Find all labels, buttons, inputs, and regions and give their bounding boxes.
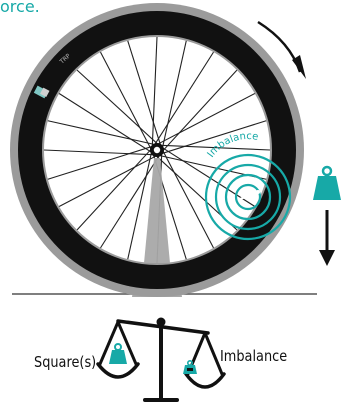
rim-marker-2 xyxy=(40,87,50,98)
down-arrow-icon xyxy=(319,210,335,266)
imbalance-mark xyxy=(239,192,258,200)
scale-right-weight-icon xyxy=(183,359,197,374)
stand-center xyxy=(144,158,170,263)
rotation-arrowhead-icon xyxy=(292,55,306,79)
spoke xyxy=(161,40,187,148)
spoke xyxy=(151,36,158,147)
spoke xyxy=(161,120,267,155)
spoke xyxy=(162,150,214,249)
imbalance-rings xyxy=(204,153,292,241)
caption-fragment: orce. xyxy=(0,0,40,16)
spoke xyxy=(76,148,152,231)
spoke xyxy=(154,51,214,145)
spoke xyxy=(100,51,152,150)
spoke xyxy=(162,69,238,152)
imbalance-mark-dot xyxy=(256,190,260,194)
spoke xyxy=(162,147,256,207)
spoke xyxy=(58,93,152,153)
hub-center xyxy=(153,146,161,154)
spoke xyxy=(76,69,159,145)
spoke xyxy=(43,149,154,156)
spoke xyxy=(100,155,160,249)
spoke xyxy=(47,120,155,146)
spoke xyxy=(127,152,153,260)
spoke xyxy=(47,145,153,180)
scale-left-weight-icon xyxy=(109,343,127,364)
scale-right-label: Imbalance xyxy=(220,347,288,365)
spoke xyxy=(157,93,256,145)
spoke xyxy=(58,155,157,207)
scale-icon xyxy=(96,317,226,402)
spoke xyxy=(127,40,162,146)
spoke xyxy=(160,144,271,151)
weight-icon xyxy=(313,165,341,200)
scale-left-label: Square(s) xyxy=(34,353,97,371)
